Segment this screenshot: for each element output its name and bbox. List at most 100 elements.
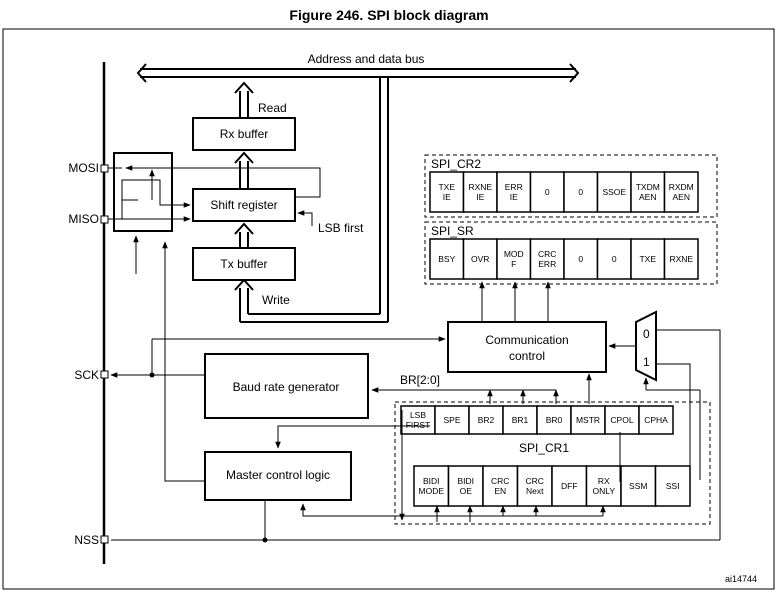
spi-cr2-bit-label: SSOE [602, 187, 626, 197]
bus-label: Address and data bus [308, 52, 425, 66]
communication-control-label-2: control [509, 349, 545, 363]
tx-to-shift [234, 222, 254, 248]
tx-buffer [192, 247, 296, 281]
spi-cr1-label: SPI_CR1 [519, 441, 569, 455]
shift-register [192, 188, 296, 222]
spi-cr2-bit-cell [596, 171, 632, 213]
address-data-bus [136, 63, 580, 83]
nss-wiring [111, 405, 720, 541]
pin-miso: MISO [68, 212, 109, 226]
sck-wiring [110, 336, 446, 378]
outer-frame [2, 28, 775, 590]
spi-cr1-row1-bit-label: CPHA [644, 415, 668, 425]
spi-cr1-row2-bit-cell [413, 465, 450, 507]
spi-cr1-row1-bit-label: BR2 [478, 415, 495, 425]
spi-cr2-bit-label: 0 [578, 187, 583, 197]
mux-input-1: 1 [643, 355, 650, 369]
spi-cr1-row1-bit-cell [536, 405, 572, 435]
spi-cr1-row2-bit-cell [654, 465, 691, 507]
spi-cr1-row1-bit-cell [638, 405, 674, 435]
spi-cr1-row1-bit-label: BR1 [512, 415, 529, 425]
spi-cr1-row2-bit-cell [447, 465, 484, 507]
spi-cr2-bit-cell [429, 171, 465, 213]
read-label: Read [258, 101, 287, 115]
br-label: BR[2:0] [400, 373, 440, 387]
spi-cr2-label: SPI_CR2 [431, 157, 481, 171]
spi-cr1-row2-bit-cell [620, 465, 657, 507]
spi-sr-bit-label: 0 [612, 254, 617, 264]
shift-register-label: Shift register [210, 198, 277, 212]
spi-cr2-bit-cell [529, 171, 565, 213]
spi-sr-bit-label: OVR [471, 254, 489, 264]
spi-cr2-bit-cell [563, 171, 599, 213]
mux: 0 1 [635, 310, 657, 382]
nss-junction [262, 537, 268, 543]
spi-cr1-row1-bit-cell [604, 405, 640, 435]
spi-sr-bit-label: RXNE [669, 254, 693, 264]
lsb-first-label: LSB first [318, 221, 364, 235]
spi-sr-bit-cell [663, 238, 699, 280]
spi-cr1-row2-bit-label: DFF [561, 481, 578, 491]
communication-control-label-1: Communication [485, 333, 568, 347]
lsb-first-wire [297, 210, 313, 226]
master-control-logic-label: Master control logic [226, 468, 330, 482]
pin-sck: SCK [74, 368, 109, 382]
write-label: Write [262, 293, 290, 307]
svg-text:MOSI: MOSI [68, 161, 99, 175]
spi-cr2-bit-cell [663, 171, 699, 213]
spi-cr1-row1-bit-label: MSTR [576, 415, 600, 425]
spi-cr1-row2-bit-label: SSM [629, 481, 647, 491]
rx-buffer-label: Rx buffer [220, 127, 268, 141]
master-control-logic [204, 451, 352, 501]
pin-switch-box [113, 152, 173, 232]
mux-wiring [608, 329, 721, 540]
spi-cr1-row1-bit-label: BR0 [546, 415, 563, 425]
svg-text:SCK: SCK [74, 368, 99, 382]
spi-sr-label: SPI_SR [431, 224, 474, 238]
spi-sr-bit-label: 0 [578, 254, 583, 264]
spi-cr2-bit-cell [630, 171, 666, 213]
spi-cr1-row1-bit-label: SPE [443, 415, 460, 425]
pin-mosi: MOSI [68, 161, 109, 175]
comm-to-sr-arrows [479, 281, 551, 322]
spi-cr1-row1-bit-cell [570, 405, 606, 435]
sck-junction [149, 372, 155, 378]
spi-cr1-row1-bit-label: CPOL [610, 415, 633, 425]
pin-switch-wiring [108, 165, 321, 274]
spi-cr1-row1-bit-cell [400, 405, 436, 435]
read-path [234, 81, 254, 118]
figure-title: Figure 246. SPI block diagram [289, 7, 488, 23]
spi-cr1-row2-bit-label: SSI [666, 481, 680, 491]
cr1-to-comm-arrows [487, 373, 592, 404]
baud-rate-generator [204, 353, 369, 419]
spi-sr-bit-label: TXE [639, 254, 656, 264]
baud-rate-generator-label: Baud rate generator [233, 380, 340, 394]
communication-control [447, 321, 607, 373]
shift-to-rx [234, 151, 254, 189]
spi-cr2-bit-label: 0 [545, 187, 550, 197]
svg-text:NSS: NSS [74, 533, 99, 547]
mux-input-0: 0 [643, 327, 650, 341]
rx-buffer [192, 117, 296, 151]
spi-sr-bit-label: BSY [438, 254, 455, 264]
mcl-to-pin-box [162, 241, 205, 482]
spi-cr2-bit-cell [496, 171, 532, 213]
spi-sr-bit-cell [596, 238, 632, 280]
